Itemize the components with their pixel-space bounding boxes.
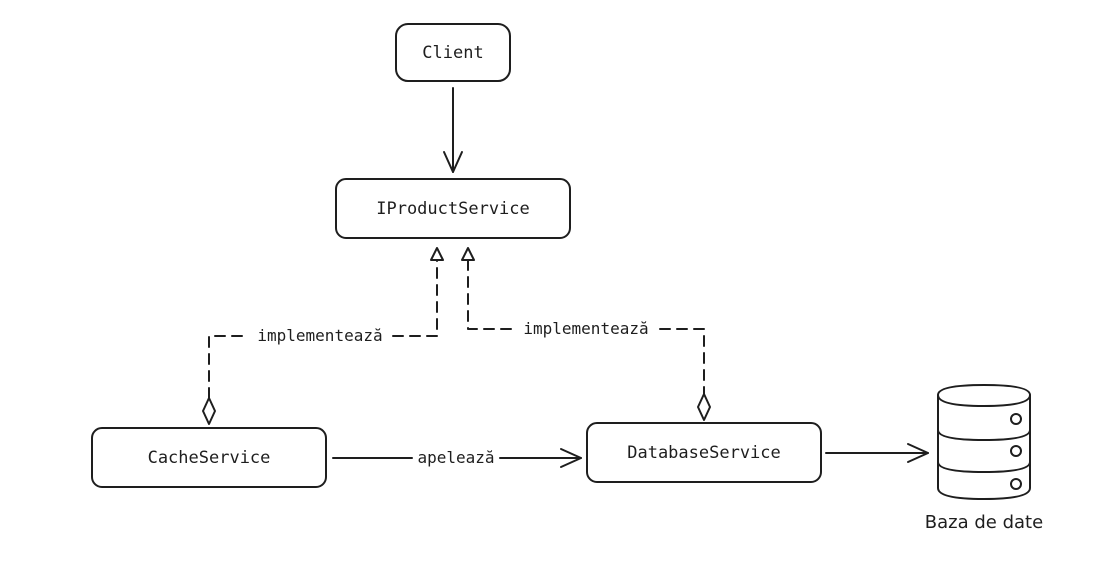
calls-label: apelează (417, 448, 494, 467)
client-label: Client (422, 43, 483, 63)
cacheservice-label: CacheService (148, 448, 271, 468)
cacheservice-node[interactable]: CacheService (91, 427, 327, 488)
cache-implements-label: implementează (257, 326, 382, 345)
iproductservice-label: IProductService (376, 199, 530, 219)
database-implements-label: implementează (523, 319, 648, 338)
cache-implements-edge: implementează (202, 247, 444, 425)
database-label: Baza de date (925, 512, 1043, 533)
iproductservice-node[interactable]: IProductService (335, 178, 571, 239)
databaseservice-label: DatabaseService (627, 443, 781, 463)
client-to-iproduct-arrow (443, 87, 463, 173)
databaseservice-node[interactable]: DatabaseService (586, 422, 822, 483)
database-icon (937, 384, 1031, 500)
service-to-db-arrow (825, 443, 929, 463)
database-implements-edge: implementează (461, 247, 711, 421)
calls-edge: apelează (332, 448, 582, 468)
client-node[interactable]: Client (395, 23, 511, 82)
